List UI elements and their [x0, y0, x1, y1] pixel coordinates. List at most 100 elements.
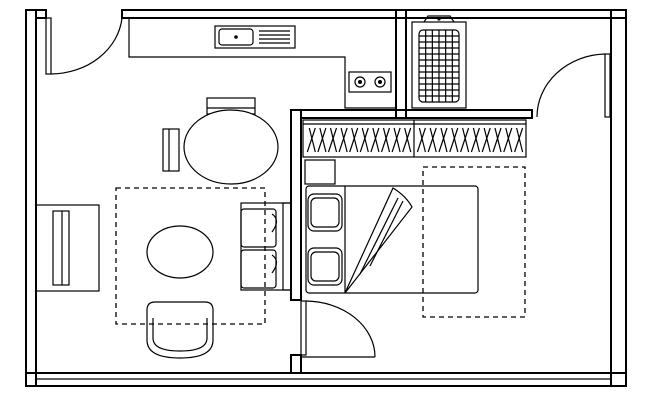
- sink-outline: [214, 25, 296, 49]
- bathtub-mat-grid: [419, 30, 459, 102]
- burner-left: [354, 76, 366, 88]
- hanger: [438, 127, 448, 153]
- hanger: [317, 127, 327, 153]
- outer-walls: [25, 9, 627, 387]
- hanger: [380, 127, 391, 153]
- bathroom-wall-left: [395, 9, 407, 119]
- wardrobe: [302, 119, 527, 158]
- wardrobe-hangers: [306, 127, 524, 153]
- hanger: [349, 127, 359, 153]
- lounge-chair-outer: [146, 301, 214, 359]
- wall-right: [610, 9, 627, 387]
- hanger-garment: [308, 127, 316, 153]
- hanger-garment: [451, 127, 459, 153]
- wall-left-cap: [35, 9, 47, 19]
- hanger: [402, 127, 412, 153]
- tv-cabinet-outline: [35, 204, 100, 292]
- dining-chair-left: [162, 128, 180, 172]
- bedroom-rug: [422, 166, 526, 318]
- bathroom-walls: [395, 9, 533, 119]
- bathroom-wall-bottom: [405, 109, 533, 119]
- blanket-fold: [344, 187, 413, 294]
- hanger-garment: [319, 127, 327, 153]
- dining-set: [162, 97, 279, 185]
- bed-frame: [305, 185, 479, 294]
- hanger: [338, 127, 348, 153]
- hanger: [391, 127, 401, 153]
- blanket-fold-crease-1: [359, 197, 399, 275]
- hanger-garment: [483, 127, 491, 153]
- hanger-garment: [393, 127, 401, 153]
- hanger-garment: [505, 127, 513, 153]
- sofa-cushion-bottom: [240, 249, 277, 289]
- double-bed: [305, 185, 479, 294]
- lounge-chair-inner: [152, 318, 208, 352]
- hanger-garment: [361, 127, 369, 153]
- sofa-pillow-bottom: [271, 254, 278, 274]
- hanger-garment: [494, 127, 502, 153]
- bathroom-door-swing-arc: [536, 53, 606, 118]
- burner-right: [374, 76, 386, 88]
- hanger: [359, 127, 369, 153]
- wall-left: [25, 9, 37, 387]
- hanger: [460, 127, 470, 153]
- bedroom-wall-left-stub: [290, 354, 302, 374]
- sink-drain: [234, 35, 238, 39]
- burner-left-center: [358, 80, 362, 84]
- bedroom-door-leaf: [300, 300, 307, 356]
- lounge-chair: [146, 301, 214, 359]
- tv-cabinet: [35, 204, 100, 292]
- bathroom-door-leaf: [604, 53, 611, 118]
- blanket-fold-crease-2: [369, 200, 404, 267]
- entry-door[interactable]: [45, 17, 123, 75]
- bathtub-drain: [437, 17, 441, 21]
- hanger-garment: [372, 127, 380, 153]
- chair-left-seat: [162, 128, 180, 172]
- cooktop: [348, 71, 392, 93]
- hanger: [427, 127, 437, 153]
- hanger-garment: [351, 127, 359, 153]
- hanger: [327, 127, 338, 153]
- bathtub-faucet: [423, 15, 455, 23]
- hanger-garment: [382, 127, 391, 153]
- cooktop-outline: [348, 71, 392, 93]
- hanger-garment: [462, 127, 470, 153]
- burner-right-center: [378, 80, 382, 84]
- nightstand: [304, 159, 336, 185]
- hanger: [306, 127, 316, 153]
- hanger-garment: [340, 127, 348, 153]
- entry-door-swing-arc: [50, 17, 123, 75]
- hanger: [470, 127, 480, 153]
- hanger: [370, 127, 380, 153]
- pillow-top: [307, 193, 343, 232]
- bathtub: [411, 15, 467, 109]
- bathroom-door[interactable]: [536, 53, 611, 118]
- hanger: [449, 127, 459, 153]
- hanger: [481, 127, 491, 153]
- pillow-top-inner: [310, 197, 340, 228]
- kitchen-sink: [214, 25, 296, 49]
- wall-bottom: [25, 372, 627, 387]
- hanger-garment: [440, 127, 448, 153]
- bedroom-door[interactable]: [300, 300, 376, 358]
- living-rug: [115, 187, 266, 325]
- hanger: [492, 127, 502, 153]
- bathtub-outline: [411, 21, 467, 109]
- hanger: [416, 127, 426, 153]
- dining-table: [183, 109, 279, 185]
- hanger-garment: [472, 127, 480, 153]
- entry-door-leaf: [45, 17, 52, 75]
- kitchen-counter: [128, 18, 397, 109]
- hanger-garment: [418, 127, 426, 153]
- hanger: [503, 127, 513, 153]
- coffee-table: [146, 225, 214, 279]
- hanger-garment: [404, 127, 412, 153]
- bedroom-wall-left: [290, 109, 302, 301]
- tv-unit: [52, 210, 70, 286]
- hanger: [514, 127, 524, 153]
- sofa: [240, 202, 292, 291]
- pillow-bottom-inner: [310, 251, 340, 282]
- sofa-pillow-top: [271, 213, 278, 233]
